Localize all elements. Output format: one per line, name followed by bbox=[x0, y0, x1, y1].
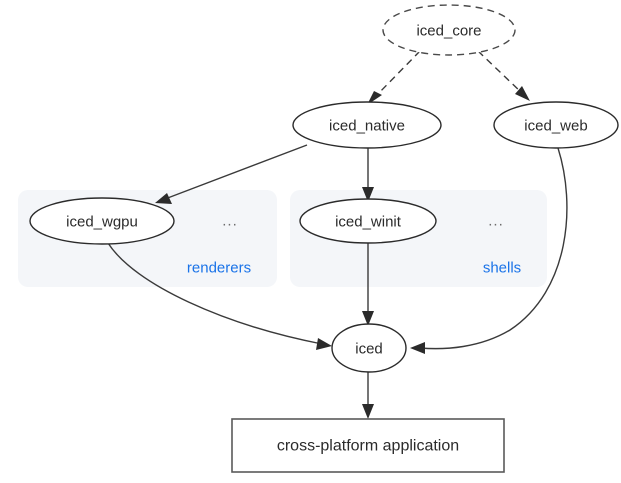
edge-iced-wgpu-to-iced bbox=[107, 242, 332, 350]
edge-line bbox=[419, 147, 568, 350]
edge-iced-native-to-iced-winit bbox=[362, 148, 374, 202]
node-app-shape[interactable] bbox=[231, 418, 505, 473]
cluster-shells-ellipsis: ... bbox=[488, 213, 504, 230]
cluster-shells-label: shells bbox=[483, 260, 521, 277]
node-iced-wgpu[interactable]: iced_wgpu bbox=[29, 197, 175, 245]
arrowhead-icon bbox=[316, 338, 332, 350]
node-iced-winit-label: iced_winit bbox=[335, 214, 402, 231]
edge-line bbox=[477, 50, 524, 95]
node-iced-native[interactable]: iced_native bbox=[292, 101, 442, 149]
node-app-label: cross-platform application bbox=[277, 438, 459, 455]
node-iced-core-label: iced_core bbox=[416, 23, 481, 40]
node-iced-shape[interactable] bbox=[331, 323, 407, 373]
node-iced-web-label: iced_web bbox=[524, 118, 587, 135]
edge-line bbox=[164, 144, 308, 200]
arrowhead-icon bbox=[362, 311, 374, 326]
node-cross-platform-application[interactable]: cross-platform application bbox=[231, 418, 505, 473]
node-iced-native-shape[interactable] bbox=[292, 101, 442, 149]
node-iced-wgpu-label: iced_wgpu bbox=[66, 214, 138, 231]
edge-iced-to-app bbox=[362, 372, 374, 419]
node-iced-native-label: iced_native bbox=[329, 118, 405, 135]
edge-iced-core-to-iced-native bbox=[367, 50, 421, 105]
edge-iced-winit-to-iced bbox=[362, 242, 374, 326]
node-iced-web-shape[interactable] bbox=[493, 101, 619, 149]
arrowhead-icon bbox=[515, 86, 530, 101]
node-iced-winit-shape[interactable] bbox=[299, 198, 437, 244]
edge-iced-core-to-iced-web bbox=[477, 50, 530, 101]
edge-iced-web-to-iced bbox=[410, 147, 568, 354]
node-iced-wgpu-shape[interactable] bbox=[29, 197, 175, 245]
edge-line bbox=[373, 50, 421, 99]
node-iced-core-shape[interactable] bbox=[382, 4, 516, 56]
arrowhead-icon bbox=[362, 404, 374, 419]
node-iced-label: iced bbox=[355, 341, 383, 358]
node-iced-winit[interactable]: iced_winit bbox=[299, 198, 437, 244]
node-iced-web[interactable]: iced_web bbox=[493, 101, 619, 149]
cluster-renderers-ellipsis: ... bbox=[222, 213, 238, 230]
edge-iced-native-to-iced-wgpu bbox=[155, 144, 308, 204]
arrowhead-icon bbox=[155, 193, 172, 204]
cluster-renderers-label: renderers bbox=[187, 260, 251, 277]
edge-line bbox=[107, 242, 323, 345]
node-iced[interactable]: iced bbox=[331, 323, 407, 373]
node-iced-core[interactable]: iced_core bbox=[382, 4, 516, 56]
arrowhead-icon bbox=[410, 342, 425, 354]
arrowhead-icon bbox=[362, 187, 374, 202]
